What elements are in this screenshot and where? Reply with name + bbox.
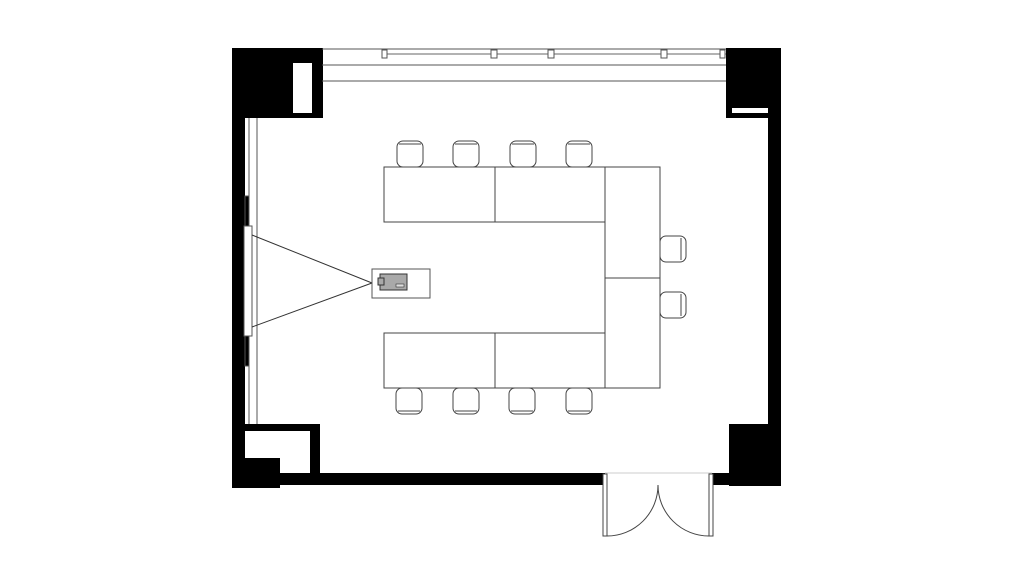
chair bbox=[396, 140, 424, 168]
chairs bbox=[395, 140, 687, 415]
table-top-right bbox=[494, 166, 606, 223]
chair bbox=[452, 387, 480, 415]
chair bbox=[508, 387, 536, 415]
left-window bbox=[244, 118, 258, 424]
table-right-lower bbox=[604, 277, 661, 389]
wall-bottom-left-block bbox=[232, 458, 280, 488]
table-bottom-right bbox=[494, 332, 606, 389]
projection-screen bbox=[243, 225, 253, 337]
table-right-upper bbox=[604, 166, 661, 279]
table-bottom-left bbox=[383, 332, 496, 389]
table-top-left bbox=[383, 166, 496, 223]
wall-top-right-niche bbox=[732, 108, 768, 113]
double-swing-door[interactable] bbox=[602, 472, 714, 537]
wall-inner-l-vertical bbox=[310, 424, 320, 474]
chair bbox=[565, 140, 593, 168]
top-window-curtain bbox=[322, 48, 726, 82]
projector-table bbox=[371, 268, 431, 299]
chair bbox=[452, 140, 480, 168]
chair bbox=[659, 291, 687, 319]
wall-top-right-block bbox=[726, 48, 781, 118]
chair bbox=[509, 140, 537, 168]
wall-bottom bbox=[280, 473, 605, 485]
wall-top-left-niche bbox=[293, 63, 312, 113]
chair bbox=[659, 235, 687, 263]
wall-bottom-right-block bbox=[729, 424, 781, 486]
wall-right bbox=[768, 113, 781, 428]
chair bbox=[395, 387, 423, 415]
tables bbox=[383, 166, 661, 389]
chair bbox=[565, 387, 593, 415]
wall-left bbox=[232, 118, 245, 488]
projector-beam bbox=[251, 234, 373, 328]
wall-inner-l-horizontal bbox=[245, 424, 320, 431]
wall-bottom-right-stub bbox=[712, 473, 730, 485]
walls bbox=[232, 48, 781, 488]
